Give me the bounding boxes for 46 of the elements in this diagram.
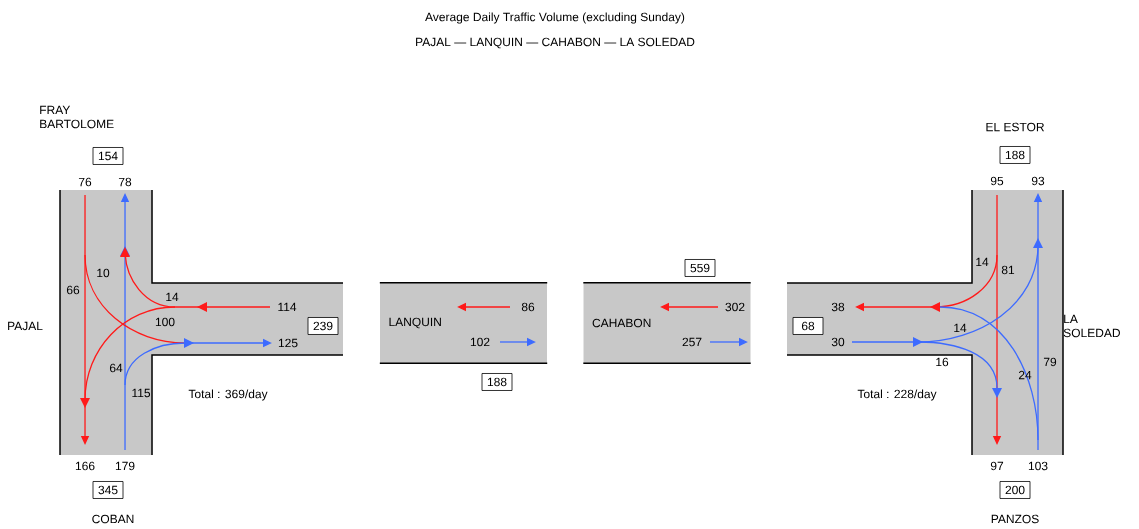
- place-label: Total : 369/day: [188, 389, 268, 401]
- subtitle: PAJAL — LANQUIN — CAHABON — LA SOLEDAD: [416, 37, 695, 49]
- count-label: 125: [278, 338, 298, 348]
- count-box: 559: [684, 259, 716, 277]
- count-box: 68: [792, 317, 824, 335]
- count-box: 188: [481, 373, 513, 391]
- count-label: 103: [1028, 461, 1048, 471]
- count-box: 188: [999, 146, 1031, 164]
- count-label: 179: [115, 461, 135, 471]
- count-label: 64: [109, 363, 123, 373]
- count-label: 79: [1043, 357, 1057, 367]
- count-label: 86: [521, 302, 535, 312]
- count-label: 95: [990, 176, 1004, 186]
- count-box: 154: [92, 147, 124, 165]
- count-label: 257: [682, 337, 702, 347]
- count-label: 14: [166, 292, 179, 302]
- count-label: 81: [1001, 265, 1015, 275]
- count-box: 200: [999, 481, 1031, 499]
- place-label: Total : 228/day: [857, 389, 937, 401]
- place-label: PAJAL: [8, 321, 43, 331]
- title: Average Daily Traffic Volume (excluding Sunday): [425, 12, 685, 24]
- count-label: 14: [976, 257, 989, 267]
- count-label: 93: [1031, 176, 1045, 186]
- count-label: 10: [97, 268, 110, 278]
- place-label: COBAN: [92, 514, 134, 524]
- count-label: 14: [954, 323, 967, 333]
- count-label: 97: [990, 461, 1004, 471]
- count-label: 302: [725, 302, 745, 312]
- place-label: LA SOLEDAD: [1063, 314, 1120, 338]
- count-label: 76: [78, 177, 92, 187]
- count-label: 78: [118, 177, 132, 187]
- count-label: 30: [831, 337, 845, 347]
- count-label: 16: [936, 357, 949, 367]
- count-label: 115: [132, 388, 151, 398]
- count-box: 239: [307, 317, 339, 335]
- count-box: 345: [92, 481, 124, 499]
- count-label: 102: [470, 337, 490, 347]
- count-label: 38: [831, 302, 845, 312]
- count-label: 24: [1018, 370, 1032, 380]
- place-label: FRAY BARTOLOME: [40, 105, 114, 129]
- count-label: 114: [278, 302, 297, 312]
- place-label: PANZOS: [991, 514, 1039, 524]
- count-label: 66: [66, 285, 80, 295]
- count-label: 100: [155, 317, 175, 327]
- place-label: EL ESTOR: [986, 122, 1044, 132]
- count-label: 166: [75, 461, 95, 471]
